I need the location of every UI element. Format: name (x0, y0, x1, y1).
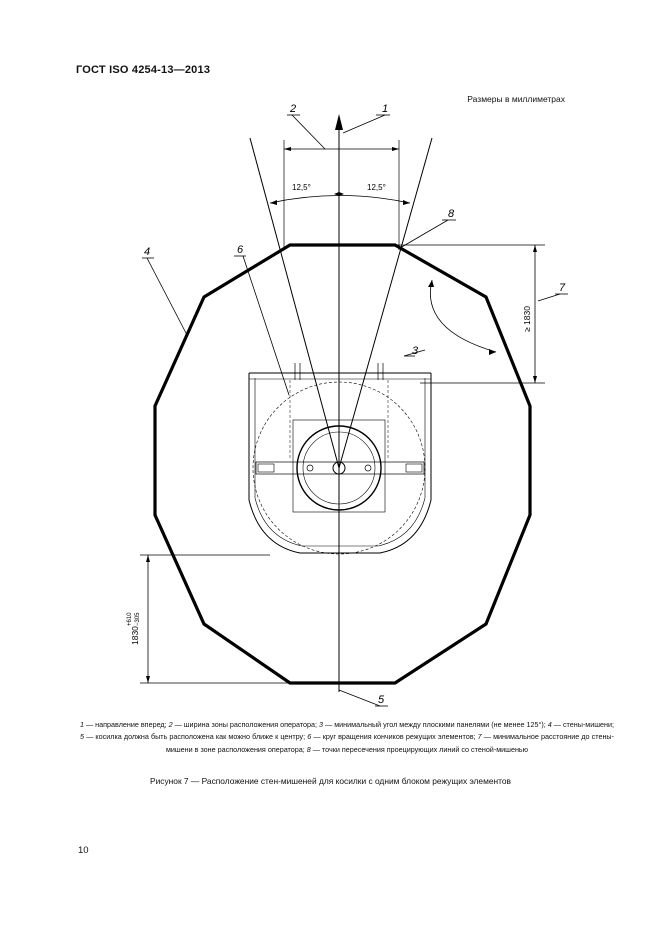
target-walls-polygon (153, 243, 532, 685)
legend-num: 5 (80, 732, 84, 742)
legend-text: — направление вперед; (84, 720, 169, 729)
callout-6: 6 (237, 244, 244, 256)
callout-2: 2 (289, 103, 296, 115)
blade-circle (252, 381, 426, 555)
callout-8: 8 (448, 208, 455, 220)
legend-num: 7 (477, 732, 482, 742)
document-header: ГОСТ ISO 4254-13—2013 (76, 64, 211, 76)
legend-text: — точки пересечения проецирующих линий с… (310, 744, 529, 754)
legend-text: — минимальный угол между плоскими панеля… (323, 720, 548, 729)
callout-5: 5 (378, 694, 385, 706)
angle-arc (269, 195, 411, 204)
callout-7: 7 (559, 282, 566, 294)
legend-num: 4 (547, 720, 552, 729)
legend-text: — минимальное расстояние до стены-мишени… (165, 732, 614, 754)
dim-right-label: ≥ 1830 (522, 306, 532, 332)
legend-text: — косилка должна быть расположена как мо… (84, 732, 308, 742)
legend-text: — круг вращения кончиков режущих элемент… (311, 732, 478, 742)
legend-num: 6 (307, 732, 312, 742)
figure-legend: 1 — направление вперед; 2 — ширина зоны … (80, 719, 614, 756)
callout-1: 1 (382, 103, 388, 115)
units-note: Размеры в миллиметрах (467, 94, 565, 104)
callout-4: 4 (144, 246, 150, 258)
dim-left-lower: −305 (135, 612, 141, 626)
legend-num: 8 (306, 744, 311, 754)
mower-body (248, 363, 432, 555)
legend-num: 1 (80, 720, 84, 729)
legend-num: 3 (319, 720, 324, 729)
page-number: 10 (78, 845, 89, 856)
legend-text: — ширина зоны расположения оператора; (172, 720, 320, 729)
angle-right-label: 12,5° (367, 183, 386, 192)
figure-caption: Рисунок 7 — Расположение стен-мишеней дл… (150, 776, 511, 786)
angle-left-label: 12,5° (292, 183, 311, 192)
dim-left-upper: +610 (127, 612, 133, 626)
legend-text: — стены-мишени; (551, 720, 614, 729)
callout-3: 3 (412, 345, 419, 357)
projection-line-right (338, 137, 433, 469)
forward-arrow (335, 114, 343, 130)
panel-angle-arc (430, 279, 497, 353)
dim-left-main: 1830 (130, 626, 140, 645)
projection-line-left (249, 137, 340, 469)
legend-num: 2 (168, 720, 173, 729)
